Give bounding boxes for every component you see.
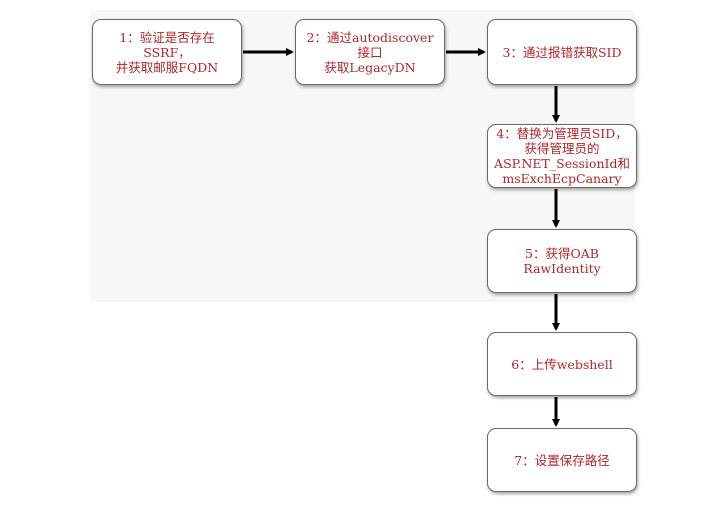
step-7-box: 7：设置保存路径 bbox=[487, 428, 637, 492]
step-2-box: 2：通过autodiscover接口 获取LegacyDN bbox=[295, 19, 445, 85]
step-6-box: 6：上传webshell bbox=[487, 332, 637, 396]
step-1-label: 1：验证是否存在SSRF， 并获取邮服FQDN bbox=[115, 29, 219, 75]
step-3-label: 3：通过报错获取SID bbox=[502, 44, 622, 60]
step-3-box: 3：通过报错获取SID bbox=[487, 19, 637, 85]
step-5-label: 5：获得OAB RawIdentity bbox=[523, 246, 601, 276]
step-6-label: 6：上传webshell bbox=[511, 356, 613, 372]
step-2-label: 2：通过autodiscover接口 获取LegacyDN bbox=[306, 29, 434, 75]
step-7-label: 7：设置保存路径 bbox=[514, 452, 610, 468]
step-4-label: 4：替换为管理员SID， 获得管理员的 ASP.NET_SessionId和 m… bbox=[494, 126, 630, 186]
step-1-box: 1：验证是否存在SSRF， 并获取邮服FQDN bbox=[92, 19, 242, 85]
step-4-box: 4：替换为管理员SID， 获得管理员的 ASP.NET_SessionId和 m… bbox=[487, 124, 637, 188]
step-5-box: 5：获得OAB RawIdentity bbox=[487, 229, 637, 293]
